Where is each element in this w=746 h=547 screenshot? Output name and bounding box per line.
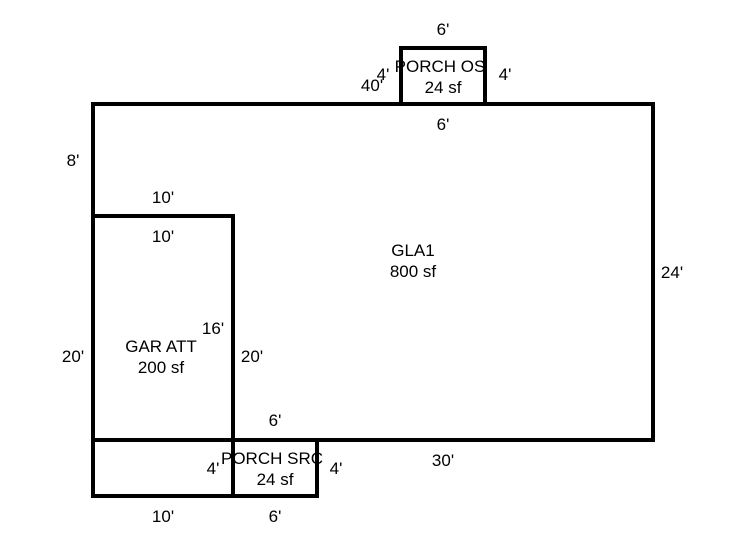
dimension-label: 4' — [499, 65, 512, 84]
dimension-label: 10' — [152, 507, 174, 526]
dimension-label: 24' — [661, 263, 683, 282]
garage-outline — [91, 214, 235, 498]
porch-os-name: PORCH OS — [395, 57, 486, 76]
dimension-label: 10' — [152, 227, 174, 246]
porch-src-outline — [231, 438, 319, 498]
dimension-label: 20' — [241, 347, 263, 366]
gla1-name: GLA1 — [391, 241, 434, 260]
dimension-label: 10' — [152, 188, 174, 207]
porch-src-area: 24 sf — [257, 470, 294, 489]
dimension-label: 6' — [269, 411, 282, 430]
dimension-label: 4' — [330, 459, 343, 478]
garage-area: 200 sf — [138, 358, 185, 377]
dimension-label: 30' — [432, 451, 454, 470]
porch-os-outline — [399, 46, 487, 106]
dimension-label: 4' — [207, 459, 220, 478]
dimension-label: 40' — [361, 76, 383, 95]
porch-src-name: PORCH SRC — [221, 449, 323, 468]
dimension-label: 20' — [62, 347, 84, 366]
gla1-area: 800 sf — [390, 262, 437, 281]
dimension-label: 6' — [437, 20, 450, 39]
dimension-label: 8' — [67, 151, 80, 170]
dimension-label: 6' — [269, 507, 282, 526]
dimension-label: 4' — [377, 65, 390, 84]
gla1-outline-segment — [91, 102, 655, 442]
dimension-label: 6' — [437, 115, 450, 134]
porch-os-area: 24 sf — [425, 78, 462, 97]
dimension-label: 16' — [202, 319, 224, 338]
garage-name: GAR ATT — [125, 337, 196, 356]
